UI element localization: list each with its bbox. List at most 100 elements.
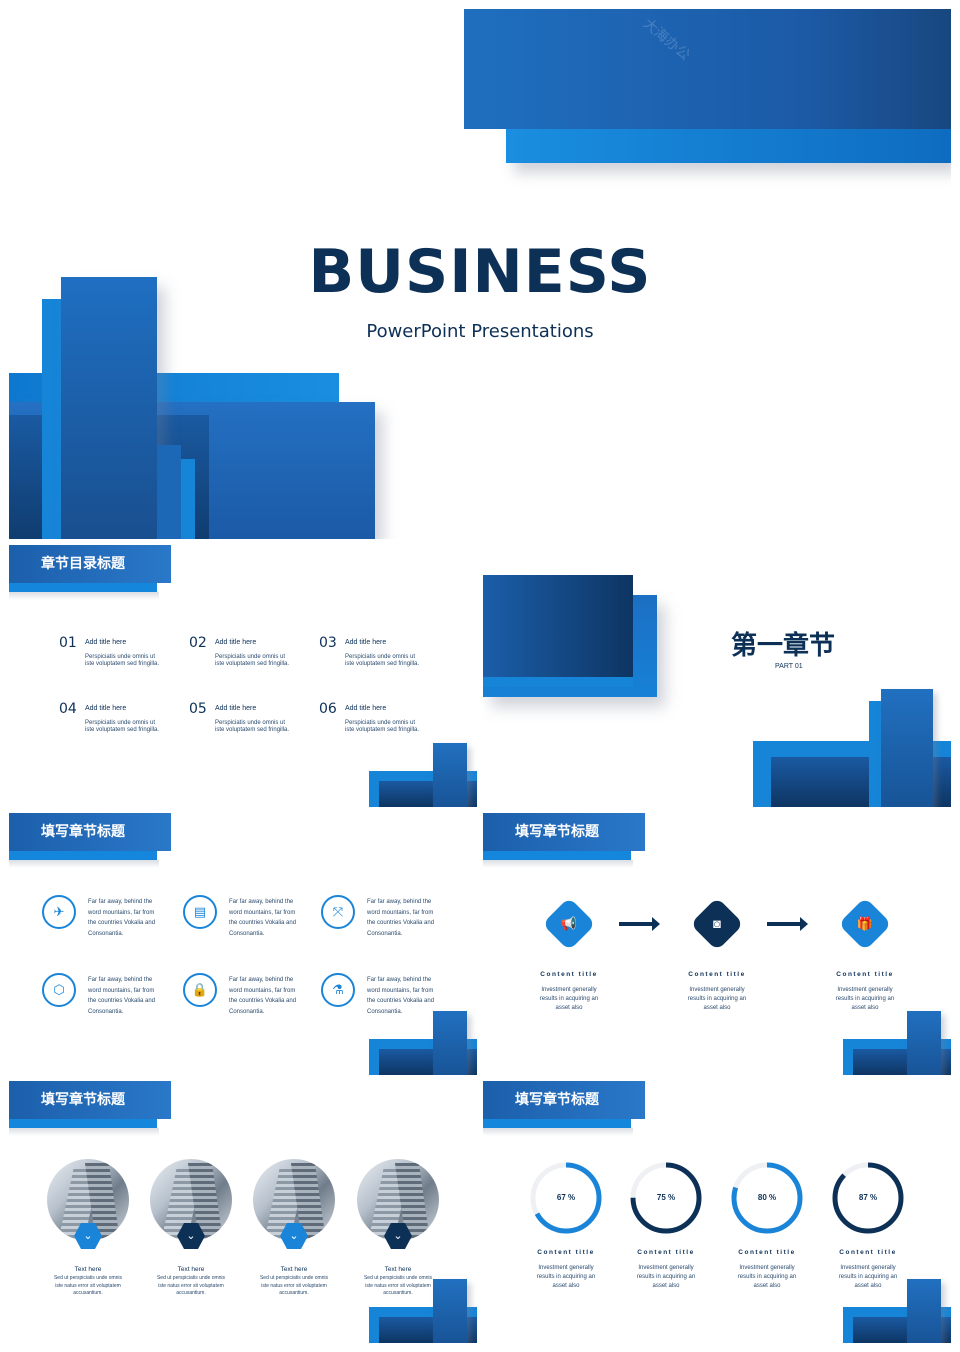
chevron-down-icon[interactable]: ⌄ — [384, 1223, 412, 1249]
cover-top-block — [464, 9, 951, 129]
icon-item-text: Far far away, behind the — [367, 899, 432, 905]
icon-item-text: Far far away, behind the — [88, 899, 153, 905]
ring-desc: Investment generally — [840, 1265, 896, 1271]
progress-ring: 67 % — [529, 1161, 603, 1235]
card-desc: Sed ut perspiciatis unde omnis — [363, 1275, 433, 1281]
ring-title: Content title — [537, 1249, 595, 1256]
icon-item-text: the countries Vokalia and — [367, 998, 435, 1004]
ribbon-underline — [483, 1119, 631, 1128]
corner-building — [753, 689, 951, 807]
section-header: 填写章节标题 — [9, 1081, 171, 1119]
corner-building — [369, 743, 477, 807]
icon-item-text: Consonantia. — [229, 930, 265, 937]
clipboard-icon: ▤ — [183, 895, 217, 929]
icon-item-text: the countries Vokalia and — [367, 920, 435, 926]
ring-desc: results in acquiring an — [737, 1274, 797, 1280]
progress-ring: 87 % — [831, 1161, 905, 1235]
ribbon-underline — [9, 1119, 157, 1128]
ring-percent: 87 % — [858, 1193, 878, 1202]
gift-icon: 🎁 — [856, 916, 874, 931]
icon-item-text: word mountains, far from — [367, 987, 434, 994]
card-desc: Sed ut perspiciatis unde omnis — [53, 1275, 123, 1281]
chapter-slide[interactable]: 第一章节 PART 01 — [483, 545, 951, 807]
cover-step-2 — [181, 459, 195, 539]
ring-desc: results in acquiring an — [536, 1274, 596, 1280]
icon-item-text: Consonantia. — [367, 930, 403, 937]
ribbon-shadow — [9, 860, 159, 868]
icon-item-text: Far far away, behind the — [88, 977, 153, 983]
step-title: Content title — [688, 971, 746, 978]
flask-icon: ⚗ — [321, 973, 355, 1007]
section-header: 填写章节标题 — [483, 1081, 645, 1119]
ring-svg — [630, 1162, 702, 1234]
icon-item-text: word mountains, far from — [229, 987, 296, 994]
corner-building — [369, 1011, 477, 1075]
icon-item-text: Far far away, behind the — [367, 977, 432, 983]
ring-svg — [832, 1162, 904, 1234]
ring-desc: Investment generally — [538, 1265, 594, 1271]
box-icon: ⬡ — [42, 973, 76, 1007]
ribbon-shadow — [9, 592, 159, 600]
ring-desc: Investment generally — [638, 1265, 694, 1271]
chapter-block-dark — [483, 575, 633, 677]
toc-item-desc: iste voluptatem sed fringilla. — [345, 727, 420, 733]
icon-item-text: Consonantia. — [367, 1008, 403, 1015]
chevron-down-icon[interactable]: ⌄ — [280, 1223, 308, 1249]
toc-item-title: Add title here — [85, 639, 127, 646]
ribbon-shadow — [483, 1128, 633, 1136]
ring-desc: results in acquiring an — [636, 1274, 696, 1280]
arrow-icon — [767, 917, 808, 931]
toc-item-number: 03 — [319, 635, 337, 651]
toc-item-desc: Perspiciatis unde omnis ut — [215, 654, 286, 660]
arrow-icon — [619, 917, 660, 931]
toc-item-number: 01 — [59, 635, 77, 651]
ribbon-underline — [9, 583, 157, 592]
ring-desc: asset also — [552, 1283, 580, 1289]
toc-item-desc: iste voluptatem sed fringilla. — [215, 727, 290, 733]
icon-item-text: word mountains, far from — [367, 909, 434, 916]
ring-desc: asset also — [753, 1283, 781, 1289]
toc-item-title: Add title here — [345, 639, 387, 646]
step-desc: results in acquiring an — [539, 996, 599, 1002]
ribbon-shadow — [9, 1128, 159, 1136]
ribbon-underline — [9, 851, 157, 860]
cover-title: BUSINESS — [308, 237, 652, 307]
toc-item-number: 06 — [319, 701, 337, 717]
toc-item-title: Add title here — [85, 705, 127, 712]
cover-subtitle: PowerPoint Presentations — [366, 321, 594, 342]
ring-title: Content title — [637, 1249, 695, 1256]
card-title: Text here — [280, 1266, 308, 1273]
icon-item-text: Far far away, behind the — [229, 977, 294, 983]
card-desc: iste natus error sit voluptatem — [365, 1282, 431, 1289]
card-desc: iste natus error sit voluptatem — [55, 1282, 121, 1289]
card-desc: iste natus error sit voluptatem — [261, 1282, 327, 1289]
step-diamond: ◙ — [690, 897, 744, 951]
toc-header: 章节目录标题 — [9, 545, 171, 583]
cover-slide[interactable]: 大海办公 BUSINESS PowerPoint Presentations — [9, 9, 951, 539]
chevron-down-icon[interactable]: ⌄ — [177, 1223, 205, 1249]
step-diamond: 🎁 — [838, 897, 892, 951]
toc-item-number: 04 — [59, 701, 77, 717]
section-header: 填写章节标题 — [483, 813, 645, 851]
chapter-title: 第一章节 — [731, 631, 836, 661]
step-desc: asset also — [851, 1005, 879, 1011]
chevron-down-icon[interactable]: ⌄ — [74, 1223, 102, 1249]
step-title: Content title — [540, 971, 598, 978]
step-desc: asset also — [555, 1005, 583, 1011]
ring-fill — [630, 1162, 702, 1234]
icon-item-text: Far far away, behind the — [229, 899, 294, 905]
ring-fill — [731, 1162, 803, 1234]
ring-percent: 75 % — [656, 1193, 676, 1202]
icon-item-text: the countries Vokalia and — [88, 920, 156, 926]
toc-item-desc: Perspiciatis unde omnis ut — [85, 720, 156, 726]
toc-item-number: 05 — [189, 701, 207, 717]
card-desc: accusantium. — [279, 1290, 309, 1296]
ribbon-underline — [483, 851, 631, 860]
chapter-block-strip — [483, 677, 633, 687]
ring-desc: results in acquiring an — [838, 1274, 898, 1280]
